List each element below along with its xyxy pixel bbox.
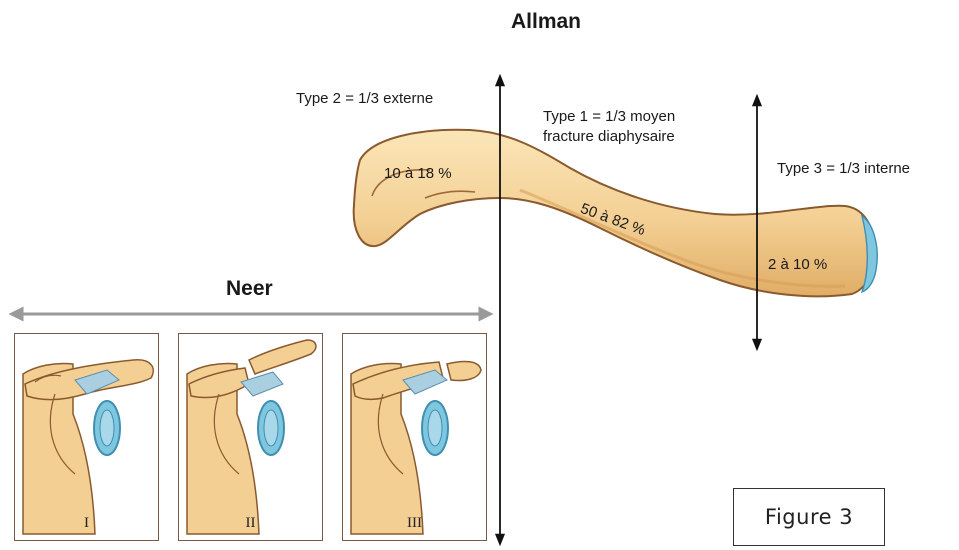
neer-numeral: II bbox=[179, 515, 322, 532]
percent-medial: 2 à 10 % bbox=[768, 256, 827, 273]
percent-lateral: 10 à 18 % bbox=[384, 165, 452, 182]
shoulder-illustration-2 bbox=[179, 334, 323, 541]
neer-title: Neer bbox=[226, 277, 273, 301]
neer-panel-type-1: I bbox=[14, 333, 159, 541]
type1-label-line2: fracture diaphysaire bbox=[543, 128, 675, 145]
shoulder-illustration-3 bbox=[343, 334, 487, 541]
shoulder-illustration-1 bbox=[15, 334, 159, 541]
type2-label: Type 2 = 1/3 externe bbox=[296, 90, 433, 107]
neer-numeral: I bbox=[15, 515, 158, 532]
figure-label: Figure 3 bbox=[734, 505, 884, 529]
neer-numeral: III bbox=[343, 515, 486, 532]
neer-panel-type-3: III bbox=[342, 333, 487, 541]
neer-panel-type-2: II bbox=[178, 333, 323, 541]
allman-title: Allman bbox=[511, 10, 581, 34]
type3-label: Type 3 = 1/3 interne bbox=[777, 160, 910, 177]
type1-label-line1: Type 1 = 1/3 moyen bbox=[543, 108, 675, 125]
figure-label-box: Figure 3 bbox=[733, 488, 885, 546]
